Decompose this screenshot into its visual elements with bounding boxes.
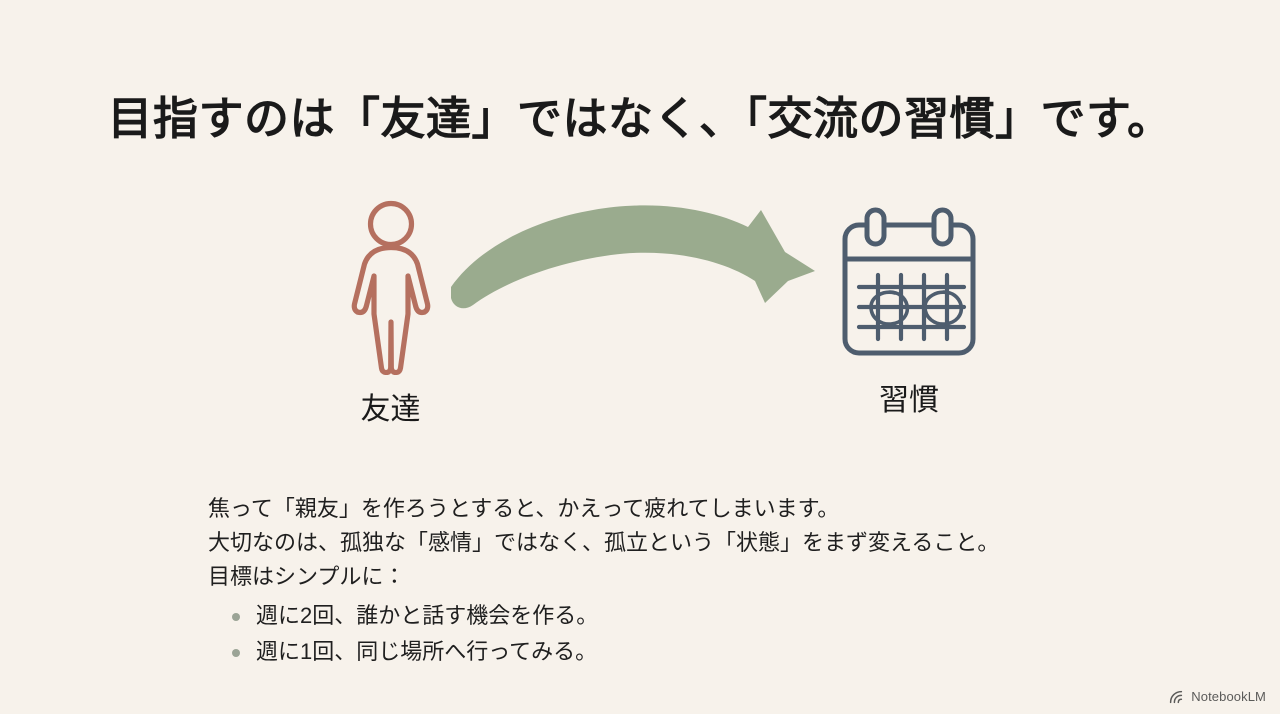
page-title: 目指すのは「友達」ではなく、「交流の習慣」です。	[107, 93, 1173, 145]
concept-diagram: 友達	[0, 185, 1280, 455]
body-line: 焦って「親友」を作ろうとすると、かえって疲れてしまいます。	[208, 496, 840, 521]
arrow-container	[443, 195, 823, 320]
calendar-icon	[842, 207, 976, 356]
diagram-node-label-habit: 習慣	[879, 384, 939, 417]
watermark-label: NotebookLM	[1191, 689, 1266, 704]
list-item: 週に2回、誰かと話す機会を作る。	[230, 598, 1108, 634]
notebooklm-watermark: NotebookLM	[1169, 689, 1266, 704]
body-line: 目標はシンプルに：	[208, 564, 406, 589]
list-item: 週に1回、同じ場所へ行ってみる。	[230, 634, 1108, 670]
diagram-node-label-friend: 友達	[360, 393, 421, 426]
goal-bullet-list: 週に2回、誰かと話す機会を作る。 週に1回、同じ場所へ行ってみる。	[208, 598, 1108, 670]
diagram-node-friend: 友達	[318, 200, 463, 425]
person-icon	[351, 200, 430, 375]
body-copy: 焦って「親友」を作ろうとすると、かえって疲れてしまいます。 大切なのは、孤独な「…	[208, 492, 1108, 670]
curved-arrow-icon	[451, 205, 815, 309]
notebooklm-logo-icon	[1170, 690, 1183, 703]
body-line: 大切なのは、孤独な「感情」ではなく、孤立という「状態」をまず変えること。	[208, 530, 1000, 555]
diagram-node-habit: 習慣	[833, 207, 985, 416]
